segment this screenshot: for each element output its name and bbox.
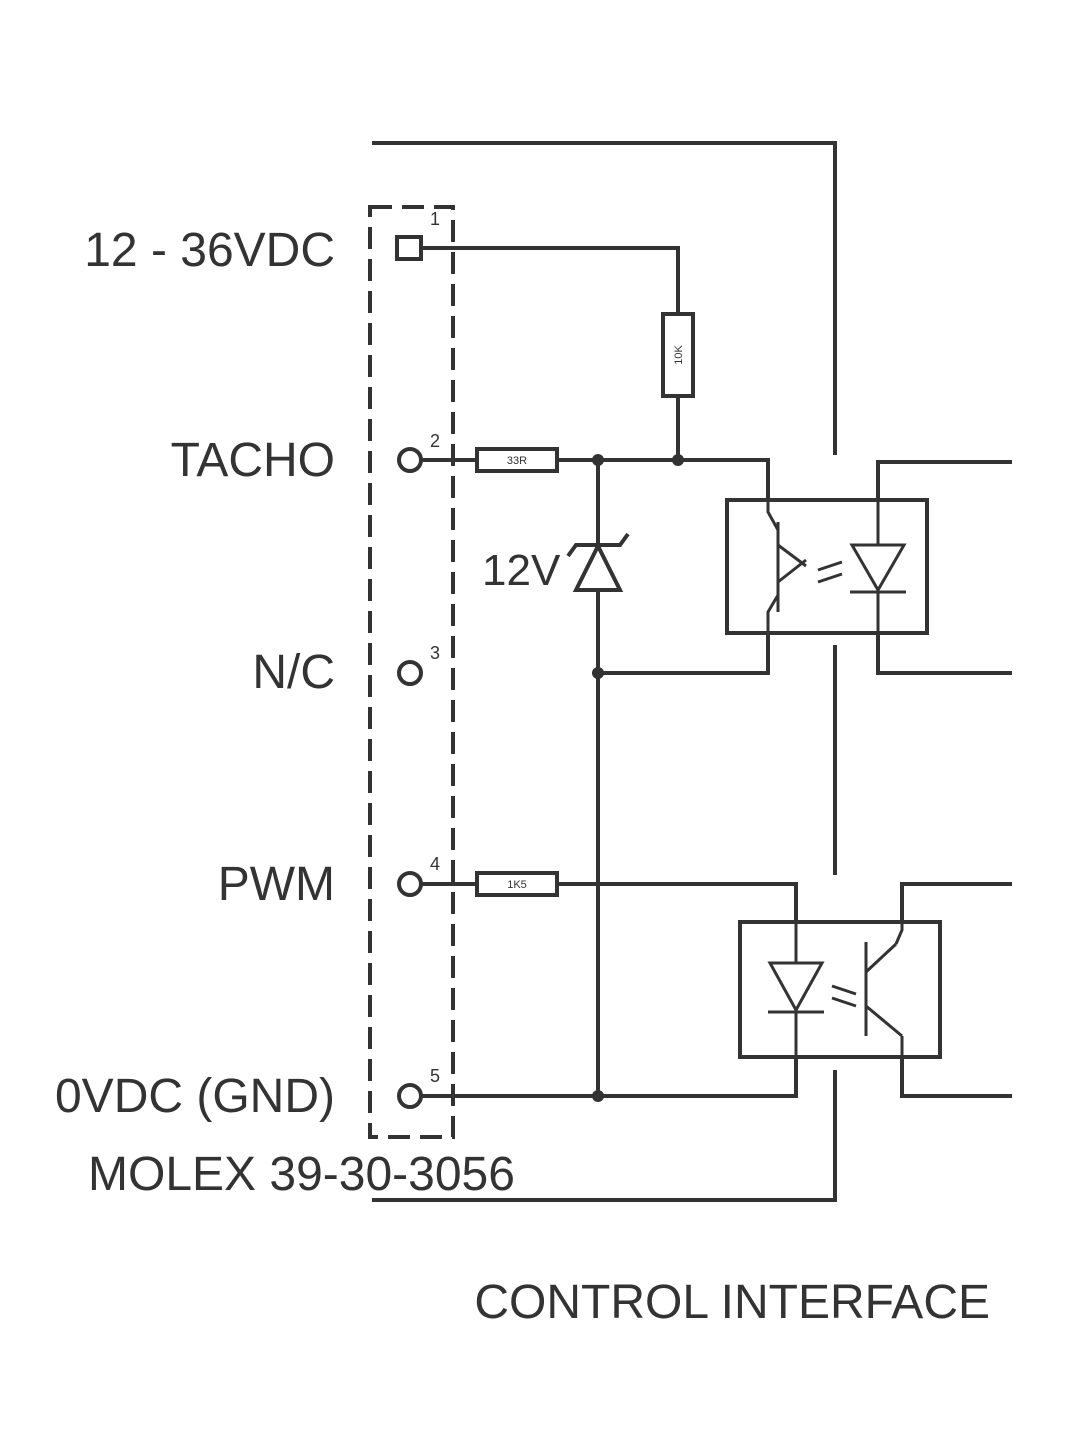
interface-enclosure — [372, 141, 837, 1202]
pin-3-number: 3 — [430, 643, 440, 663]
tacho-return-wire — [598, 630, 770, 675]
pin-3-terminal — [397, 660, 423, 686]
tacho-resistor — [475, 447, 559, 473]
pwm-optocoupler — [738, 920, 942, 1059]
pin-2-label: TACHO — [171, 434, 335, 487]
pin-3-label: N/C — [252, 646, 335, 699]
pwm-output-lower-wire — [900, 1057, 1012, 1098]
tacho-wire — [421, 458, 770, 500]
junction-tacho-pullup — [672, 454, 684, 466]
pwm-resistor-value: 1K5 — [507, 879, 527, 891]
diagram-caption: CONTROL INTERFACE — [474, 1276, 990, 1329]
ground-wire — [421, 1057, 798, 1098]
pin-1-terminal — [395, 235, 423, 261]
pin-4-label: PWM — [218, 858, 335, 911]
pin-1-label: 12 - 36VDC — [84, 224, 335, 277]
pwm-led-wire — [557, 882, 798, 922]
pin-5-number: 5 — [430, 1066, 440, 1086]
supply-wire — [421, 246, 680, 460]
pin-2-number: 2 — [430, 431, 440, 451]
zener-diode — [566, 460, 630, 673]
pin-5-terminal — [397, 1083, 423, 1109]
pin-1-number: 1 — [430, 209, 440, 229]
pin-4-terminal — [397, 871, 423, 897]
pullup-resistor — [661, 312, 695, 398]
tacho-resistor-value: 33R — [507, 455, 527, 467]
connector-part-number: MOLEX 39-30-3056 — [88, 1148, 515, 1201]
tacho-optocoupler — [725, 498, 929, 635]
junction-ground — [592, 1090, 604, 1102]
zener-voltage-label: 12V — [482, 546, 561, 595]
connector-outline — [368, 205, 455, 1139]
pin-2-terminal — [397, 447, 423, 473]
pin-5-label: 0VDC (GND) — [55, 1070, 335, 1123]
tacho-output-upper-wire — [876, 460, 1012, 500]
pullup-resistor-value: 10K — [673, 345, 685, 365]
pin-4-number: 4 — [430, 854, 440, 874]
pwm-output-upper-wire — [900, 882, 1012, 922]
tacho-output-lower-wire — [876, 633, 1012, 675]
